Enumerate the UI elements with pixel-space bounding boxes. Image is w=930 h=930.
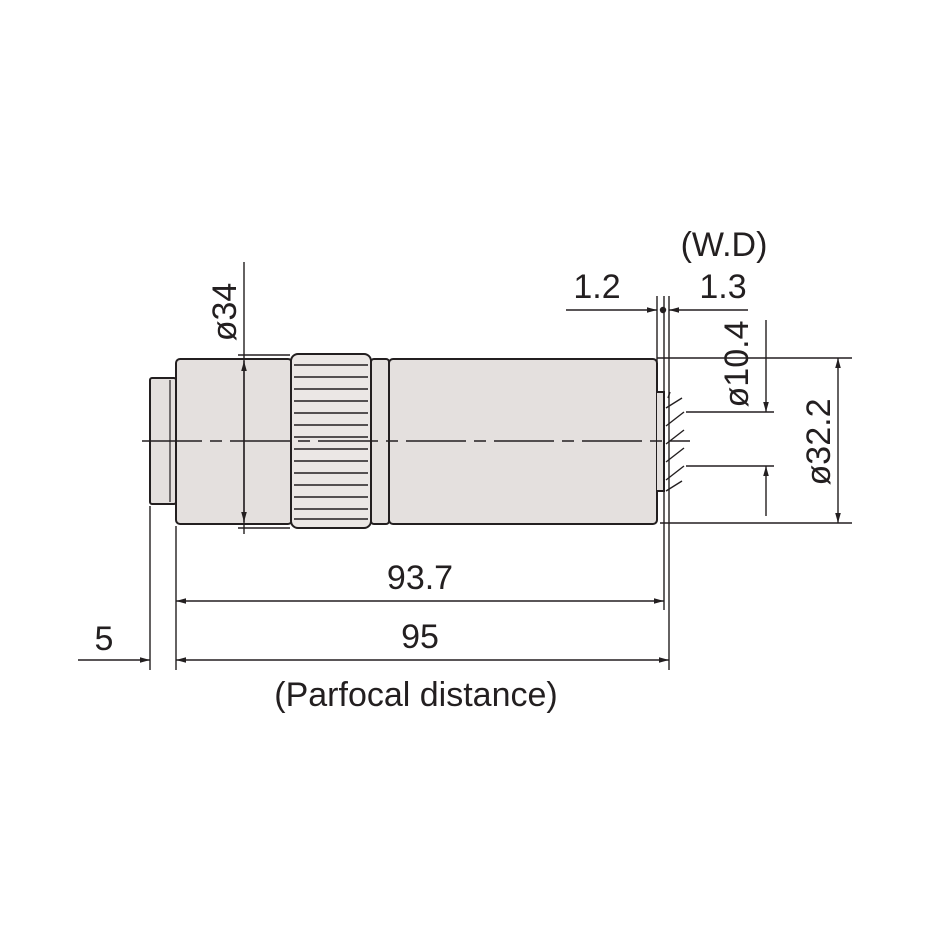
- label-dia-10-4: ø10.4: [718, 321, 756, 408]
- label-dia-32-2: ø32.2: [800, 399, 838, 486]
- wd-marker-dot: [659, 306, 667, 314]
- label-dim-1-2: 1.2: [573, 268, 620, 306]
- knurl-lines: [294, 364, 368, 520]
- label-dim-5: 5: [95, 620, 114, 658]
- label-parfocal: (Parfocal distance): [274, 676, 557, 714]
- label-dim-93-7: 93.7: [387, 559, 453, 597]
- label-wd-title: (W.D): [681, 226, 768, 264]
- dimension-labels: ø34 (W.D) 1.2 1.3 ø10.4 ø32.2 93.7 95 5 …: [95, 226, 838, 714]
- label-dim-95: 95: [401, 618, 439, 656]
- label-dim-1-3: 1.3: [699, 268, 746, 306]
- dimension-lines: [78, 307, 841, 663]
- label-dia-34: ø34: [206, 283, 244, 342]
